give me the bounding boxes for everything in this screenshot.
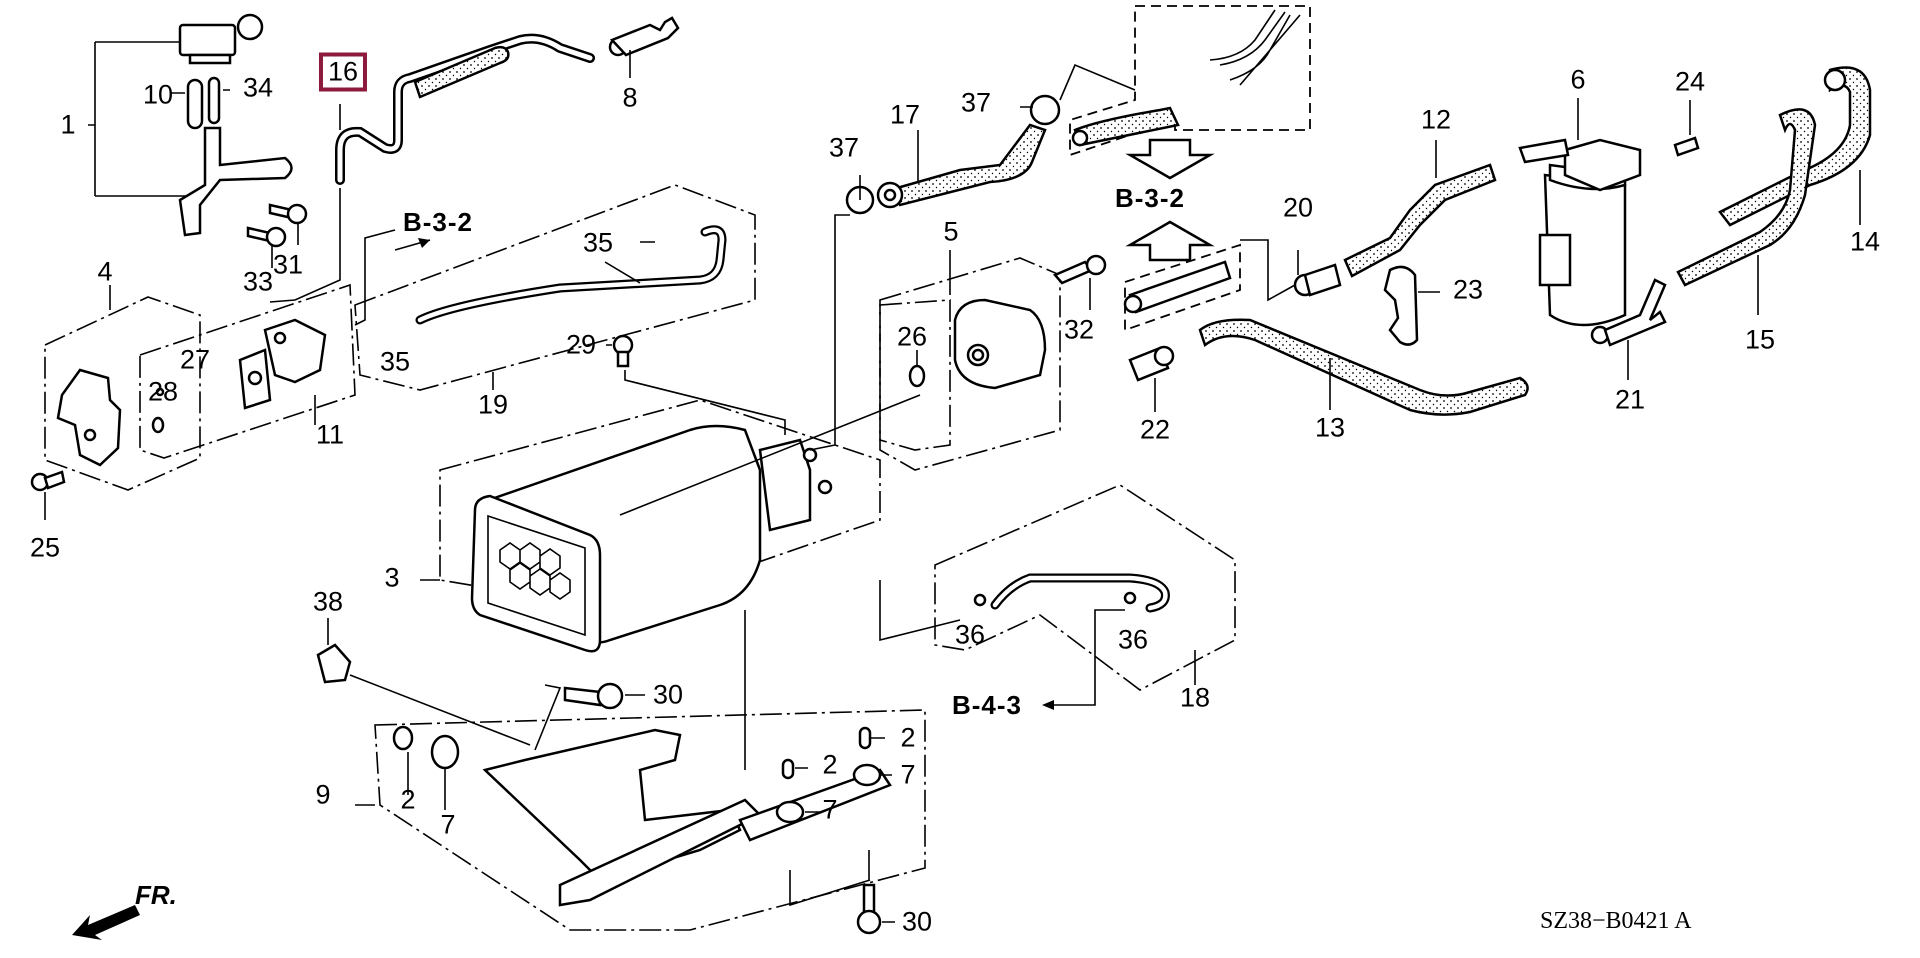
part-label-19[interactable]: 19 [477,389,509,420]
part-label-14[interactable]: 14 [1849,226,1881,257]
part-label-3[interactable]: 3 [384,562,400,593]
part-label-35-upper[interactable]: 35 [582,227,614,258]
part-label-8[interactable]: 8 [622,82,638,113]
part-label-23[interactable]: 23 [1452,274,1484,305]
part-connector-tube-group [1123,239,1296,332]
part-label-7-left[interactable]: 7 [440,809,456,840]
part-label-10[interactable]: 10 [142,79,174,110]
part-label-25[interactable]: 25 [29,532,61,563]
drawing-code: SZ38−B0421 A [1540,908,1692,934]
part-24-cap [1673,136,1700,157]
part-label-5[interactable]: 5 [943,216,959,247]
part-label-24[interactable]: 24 [1674,66,1706,97]
part-13-hose [1198,318,1529,416]
part-30-bolt-lower [789,850,895,935]
front-direction-arrow-icon [72,905,140,940]
part-label-37-left[interactable]: 37 [828,132,860,163]
part-label-22[interactable]: 22 [1139,414,1171,445]
part-label-4[interactable]: 4 [97,256,113,287]
part-label-33[interactable]: 33 [242,266,274,297]
part-label-7-right-lower[interactable]: 7 [822,794,838,825]
part-label-2-right-upper[interactable]: 2 [900,722,916,753]
part-label-2-right-lower[interactable]: 2 [822,749,838,780]
part-18-group [879,484,1236,706]
part-label-30-lower[interactable]: 30 [901,906,933,937]
part-label-11[interactable]: 11 [315,419,345,450]
part-label-17[interactable]: 17 [889,99,921,130]
part-32-fitting [1052,254,1107,310]
part-label-12[interactable]: 12 [1420,104,1452,135]
part-label-21[interactable]: 21 [1614,384,1646,415]
part-1-sensor-bracket [88,13,293,237]
arrow-down-icon [1125,138,1215,180]
part-14-hose-end [1823,68,1847,92]
part-14-hose [1718,66,1872,227]
ref-arrow-head [418,238,430,248]
part-17-hose [876,123,1047,209]
part-label-31[interactable]: 31 [272,249,304,280]
part-8-fitting [608,16,680,78]
bolts-31-33 [246,203,308,268]
part-16-hose [269,33,595,303]
arrow-up-icon [1125,220,1215,262]
part-label-20[interactable]: 20 [1282,192,1314,223]
reference-link-b-3-2-center[interactable]: B-3-2 [1114,183,1186,213]
reference-link-b-3-2-left[interactable]: B-3-2 [402,207,474,237]
part-label-1[interactable]: 1 [60,109,76,140]
part-label-28[interactable]: 28 [147,376,179,407]
part-21-fitting [1590,278,1667,380]
part-label-36-left[interactable]: 36 [954,619,986,650]
part-label-18[interactable]: 18 [1179,682,1211,713]
part-label-36-right[interactable]: 36 [1117,624,1149,655]
part-5-group [619,250,1061,516]
upper-pipe-group [1069,5,1311,157]
part-label-9[interactable]: 9 [315,779,331,810]
part-22-fitting [1128,345,1175,412]
part-19-group [354,184,756,391]
part-38-clip [316,618,531,746]
part-label-26[interactable]: 26 [896,321,928,352]
part-label-13[interactable]: 13 [1314,412,1346,443]
part-label-27[interactable]: 27 [179,344,211,375]
part-4-group [44,285,201,491]
part-label-37-right[interactable]: 37 [960,87,992,118]
part-6-filter [1518,98,1642,327]
part-label-15[interactable]: 15 [1744,324,1776,355]
reference-link-b-4-3[interactable]: B-4-3 [951,690,1023,720]
part-9-group [355,709,926,931]
part-30-bolt-upper [534,682,645,751]
part-label-2-left[interactable]: 2 [400,784,416,815]
part-label-30-upper[interactable]: 30 [652,679,684,710]
part-label-7-right-upper[interactable]: 7 [900,759,916,790]
part-label-35-left[interactable]: 35 [379,346,411,377]
ref-b43-arrow-head [1042,700,1054,710]
part-3-canister [420,399,881,770]
part-37-clamps [809,63,1136,451]
part-label-6[interactable]: 6 [1570,64,1586,95]
part-11-group [139,229,396,459]
front-marker-label: FR. [135,880,177,910]
leader-14-15 [1757,170,1861,315]
part-23-clip [1383,265,1440,346]
part-15-hose [1676,108,1817,287]
part-label-34[interactable]: 34 [242,72,274,103]
part-label-38[interactable]: 38 [312,586,344,617]
part-25-screw [30,470,66,520]
leader-10-34 [170,89,230,94]
highlighted-part-16[interactable]: 16 [318,52,368,92]
part-20-fitting [1293,250,1342,297]
part-label-29[interactable]: 29 [565,329,597,360]
part-label-32[interactable]: 32 [1063,314,1095,345]
part-12-hose [1343,163,1497,278]
